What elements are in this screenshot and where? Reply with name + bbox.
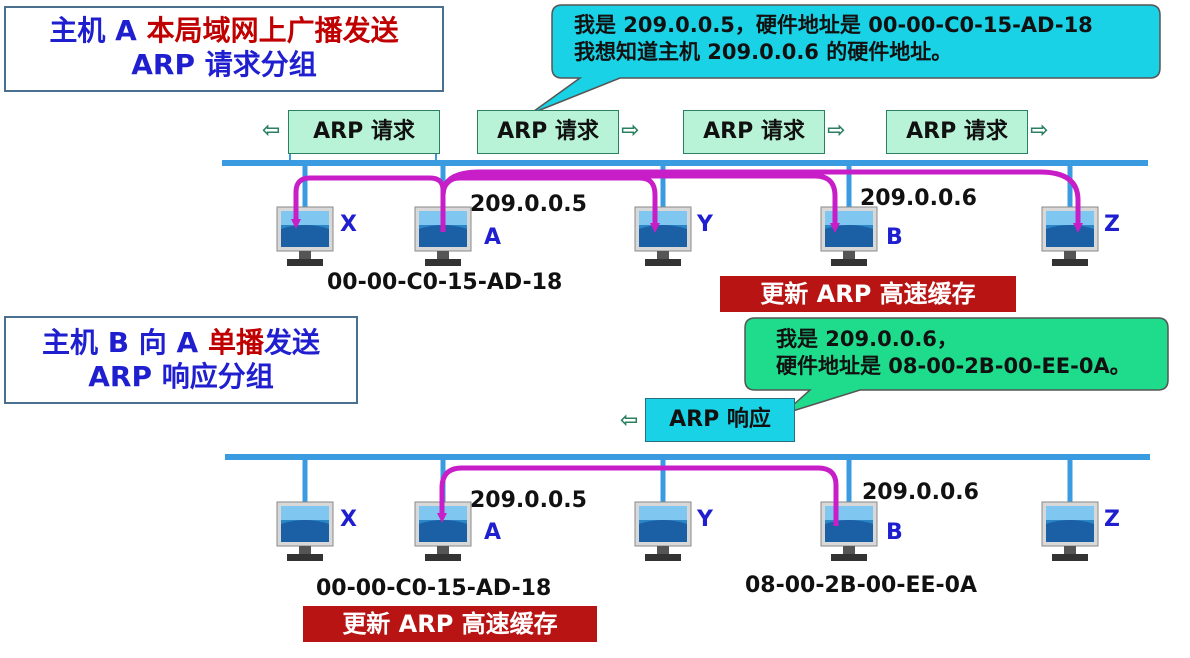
bottom-host-b-label: B xyxy=(886,520,903,545)
bottom-pc-y xyxy=(634,501,692,562)
top-host-x-label: X xyxy=(340,212,357,237)
left-arrow-icon: ⇦ xyxy=(262,118,281,143)
bottom-ip-b: 209.0.0.6 xyxy=(862,480,979,505)
top-title-host: 主机 A xyxy=(49,14,147,47)
top-title-line1: 主机 A 本局域网上广播发送 xyxy=(6,14,442,48)
bottom-title-line2: ARP 响应分组 xyxy=(88,360,274,393)
left-arrow-icon: ⇦ xyxy=(620,408,639,433)
bottom-callout-shape xyxy=(744,317,1169,415)
top-pc-x xyxy=(276,206,334,267)
bottom-host-y-label: Y xyxy=(697,507,713,532)
bottom-title-send: 发送 xyxy=(264,326,321,359)
bottom-update-cache-badge: 更新 ARP 高速缓存 xyxy=(303,606,597,642)
top-pc-y xyxy=(634,206,692,267)
top-callout-text: 我是 209.0.0.5，硬件地址是 00-00-C0-15-AD-18 我想知… xyxy=(574,12,1154,66)
top-callout-line1: 我是 209.0.0.5，硬件地址是 00-00-C0-15-AD-18 xyxy=(574,13,1093,37)
bottom-callout-line2: 硬件地址是 08-00-2B-00-EE-0A。 xyxy=(776,354,1131,378)
broadcast-arrows xyxy=(291,169,1083,233)
bottom-pc-z xyxy=(1041,501,1099,562)
right-arrow-icon: ⇨ xyxy=(1030,118,1049,143)
right-arrow-icon: ⇨ xyxy=(621,118,640,143)
bottom-callout-line1: 我是 209.0.0.6， xyxy=(776,327,958,351)
bottom-title-unicast: 单播 xyxy=(207,326,264,359)
arp-request-packet-2: ARP 请求 xyxy=(477,110,619,154)
bottom-callout-text: 我是 209.0.0.6， 硬件地址是 08-00-2B-00-EE-0A。 xyxy=(776,326,1166,380)
top-ip-a: 209.0.0.5 xyxy=(470,192,587,217)
top-host-y-label: Y xyxy=(697,212,713,237)
bottom-host-z-label: Z xyxy=(1104,507,1120,532)
bottom-title-line1: 主机 B 向 A 单播发送 xyxy=(6,326,356,360)
top-pc-b xyxy=(820,206,878,267)
arp-request-packet-3: ARP 请求 xyxy=(683,110,825,154)
bottom-pc-b xyxy=(820,501,878,562)
arp-response-packet: ARP 响应 xyxy=(645,398,795,442)
top-title-line2: ARP 请求分组 xyxy=(131,48,317,81)
bottom-title-host: 主机 B 向 A xyxy=(41,326,208,359)
top-ip-b: 209.0.0.6 xyxy=(860,186,977,211)
top-host-z-label: Z xyxy=(1104,212,1120,237)
bottom-mac-b: 08-00-2B-00-EE-0A xyxy=(745,573,977,598)
top-callout-line2: 我想知道主机 209.0.0.6 的硬件地址。 xyxy=(574,40,953,64)
right-arrow-icon: ⇨ xyxy=(827,118,846,143)
top-host-b-label: B xyxy=(886,225,903,250)
arp-request-packet-1: ARP 请求 xyxy=(288,110,440,154)
bottom-title-box: 主机 B 向 A 单播发送 ARP 响应分组 xyxy=(4,316,358,404)
bottom-mac-a: 00-00-C0-15-AD-18 xyxy=(316,576,552,601)
top-mac-a: 00-00-C0-15-AD-18 xyxy=(327,270,563,295)
arp-request-packet-4: ARP 请求 xyxy=(886,110,1028,154)
top-pc-z xyxy=(1041,206,1099,267)
top-title-box: 主机 A 本局域网上广播发送 ARP 请求分组 xyxy=(4,6,444,92)
bottom-host-a-label: A xyxy=(484,520,502,545)
bottom-ip-a: 209.0.0.5 xyxy=(470,488,587,513)
top-title-action: 本局域网上广播发送 xyxy=(146,14,399,47)
top-callout-shape xyxy=(529,4,1161,115)
bottom-pc-x xyxy=(276,501,334,562)
top-update-cache-badge: 更新 ARP 高速缓存 xyxy=(720,276,1016,312)
bottom-host-x-label: X xyxy=(340,507,357,532)
top-host-a-label: A xyxy=(484,225,502,250)
unicast-arrow xyxy=(437,465,839,526)
